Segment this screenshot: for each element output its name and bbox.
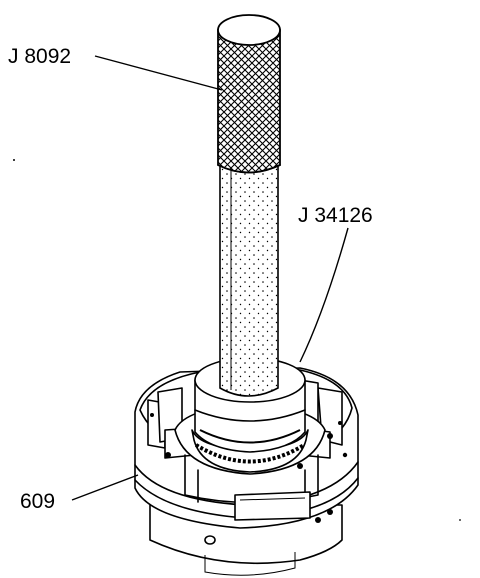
leader-j8092	[94, 55, 223, 91]
label-j8092: J 8092	[8, 45, 71, 68]
knurled-grip	[217, 29, 281, 174]
grip-top	[217, 14, 281, 46]
label-609: 609	[20, 490, 55, 513]
handle-shaft	[219, 164, 279, 397]
leader-609	[71, 474, 139, 501]
handle-tool	[217, 14, 281, 397]
label-j34126: J 34126	[298, 204, 373, 227]
leader-j34126	[299, 227, 349, 363]
